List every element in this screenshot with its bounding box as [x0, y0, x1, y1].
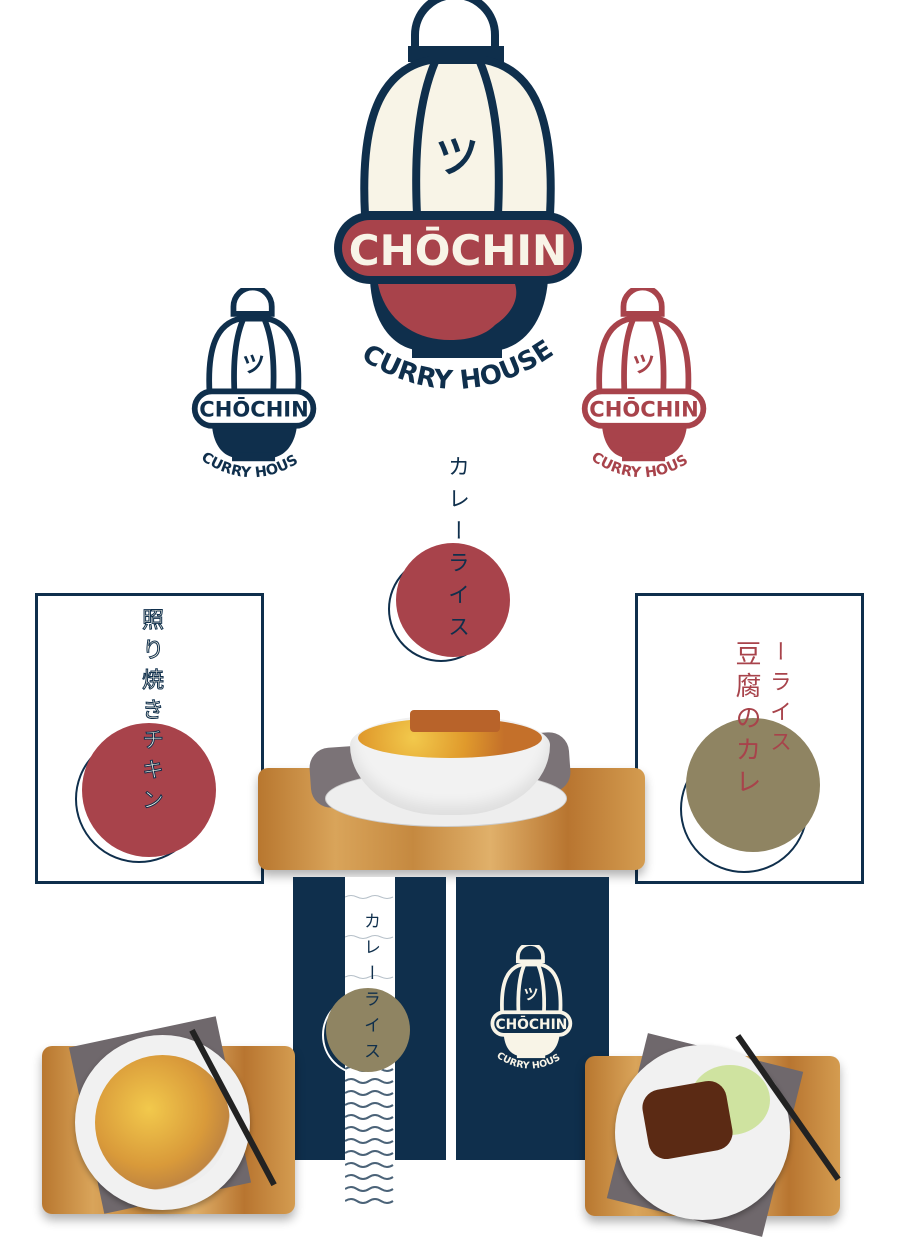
main-logo: ツ CHŌCHIN CURRY HOUSE [334, 0, 582, 396]
katsu [410, 710, 500, 732]
brand-name: CHŌCHIN [199, 397, 308, 422]
logo-red: ツ CHŌCHIN CURRY HOUSE [578, 288, 707, 481]
sign-circle [396, 543, 510, 657]
logo-navy: ツ CHŌCHIN CURRY HOUSE [188, 288, 317, 481]
sign-vertical-text: カレーライス [444, 455, 469, 647]
curry-rice-left [95, 1055, 230, 1190]
kana-mark: ツ [242, 352, 265, 378]
kana-mark: ツ [632, 352, 655, 378]
brand-name: CHŌCHIN [589, 397, 698, 422]
lantern-handle [411, 0, 499, 54]
noren-circle [326, 988, 410, 1072]
poster-left-text: 照り焼きチキン [138, 608, 164, 819]
teriyaki-chicken [639, 1078, 736, 1162]
noren-logo: ツ CHŌCHIN CURRY HOUSE [488, 945, 573, 1072]
brand-name: CHŌCHIN [495, 1015, 567, 1033]
kana-mark: ツ [435, 132, 479, 183]
poster-right-circle [686, 718, 820, 852]
poster-right-text-line2: ーライス [766, 640, 791, 760]
lantern-body [360, 56, 555, 219]
poster-right-text-line1: 豆腐のカレ [731, 640, 761, 800]
brand-name: CHŌCHIN [349, 226, 567, 275]
poster-left-circle [82, 723, 216, 857]
kana-mark: ツ [524, 986, 539, 1004]
noren-vertical-text: カレーライス [360, 912, 380, 1068]
